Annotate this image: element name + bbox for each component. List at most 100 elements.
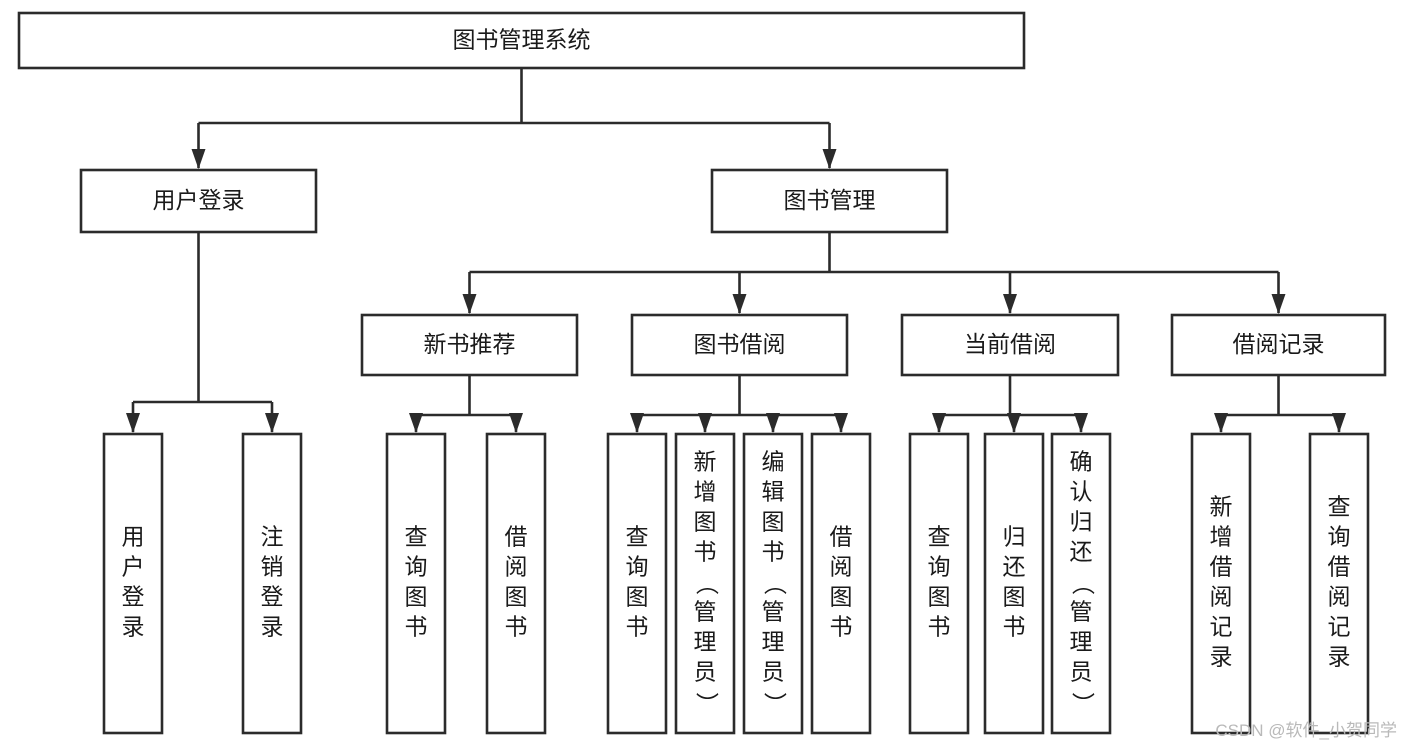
svg-text:新: 新 bbox=[1210, 494, 1233, 520]
svg-text:书: 书 bbox=[626, 614, 649, 640]
svg-text:理: 理 bbox=[694, 629, 717, 655]
node-label: 新书推荐 bbox=[424, 331, 516, 357]
svg-text:还: 还 bbox=[1003, 554, 1026, 580]
svg-text:查: 查 bbox=[1328, 494, 1351, 520]
node-box bbox=[102, 432, 164, 735]
svg-text:录: 录 bbox=[1210, 644, 1233, 670]
svg-text:销: 销 bbox=[261, 554, 284, 580]
svg-text:）: ） bbox=[762, 692, 788, 715]
svg-text:阅: 阅 bbox=[1210, 584, 1233, 610]
svg-text:书: 书 bbox=[505, 614, 528, 640]
svg-text:注: 注 bbox=[261, 524, 284, 550]
arrow-head-icon bbox=[1214, 413, 1228, 433]
svg-text:查: 查 bbox=[405, 524, 428, 550]
arrow-head-icon bbox=[409, 413, 423, 433]
arrow-head-icon bbox=[191, 149, 206, 169]
svg-text:图: 图 bbox=[405, 584, 428, 610]
svg-text:书: 书 bbox=[694, 539, 717, 565]
svg-text:记: 记 bbox=[1210, 614, 1233, 640]
svg-text:户: 户 bbox=[122, 554, 145, 580]
node-box bbox=[385, 432, 447, 735]
svg-text:辑: 辑 bbox=[762, 479, 785, 505]
svg-text:认: 认 bbox=[1070, 479, 1093, 505]
svg-text:归: 归 bbox=[1070, 509, 1093, 535]
node-box bbox=[630, 313, 849, 377]
svg-text:员: 员 bbox=[694, 659, 717, 685]
node-label: 当前借阅 bbox=[964, 331, 1056, 357]
svg-text:还: 还 bbox=[1070, 539, 1093, 565]
node-box bbox=[674, 432, 736, 735]
svg-text:录: 录 bbox=[122, 614, 145, 640]
svg-text:询: 询 bbox=[1328, 524, 1351, 550]
svg-text:（: （ bbox=[762, 572, 788, 595]
arrow-head-icon bbox=[462, 294, 477, 314]
svg-text:书: 书 bbox=[1003, 614, 1026, 640]
svg-text:阅: 阅 bbox=[1328, 584, 1351, 610]
svg-text:图: 图 bbox=[694, 509, 717, 535]
node-box bbox=[360, 313, 579, 377]
svg-text:员: 员 bbox=[1070, 659, 1093, 685]
svg-text:增: 增 bbox=[1210, 524, 1233, 550]
node-level1[interactable]: 图书管理 bbox=[710, 168, 949, 234]
node-box bbox=[1190, 432, 1252, 735]
arrow-head-icon bbox=[630, 413, 644, 433]
node-box bbox=[606, 432, 668, 735]
svg-text:用: 用 bbox=[122, 524, 145, 550]
arrow-head-icon bbox=[1003, 294, 1017, 314]
node-label: 图书管理 bbox=[784, 187, 876, 213]
svg-text:登: 登 bbox=[261, 584, 284, 610]
node-level1[interactable]: 用户登录 bbox=[79, 168, 318, 234]
svg-text:录: 录 bbox=[261, 614, 284, 640]
svg-text:（: （ bbox=[694, 572, 720, 595]
svg-text:增: 增 bbox=[694, 479, 717, 505]
svg-text:书: 书 bbox=[762, 539, 785, 565]
node-root[interactable]: 图书管理系统 bbox=[17, 11, 1026, 70]
arrow-head-icon bbox=[1332, 413, 1346, 433]
arrow-head-icon bbox=[834, 413, 848, 433]
node-level2[interactable]: 新书推荐 bbox=[360, 313, 579, 377]
node-label: 用户登录 bbox=[122, 524, 145, 640]
svg-text:图: 图 bbox=[928, 584, 951, 610]
svg-text:图: 图 bbox=[626, 584, 649, 610]
svg-text:管: 管 bbox=[762, 599, 785, 625]
node-box bbox=[810, 432, 872, 735]
node-leaf[interactable]: 用户登录 bbox=[102, 432, 164, 735]
node-box bbox=[983, 432, 1045, 735]
arrow-head-icon bbox=[766, 413, 780, 433]
node-layer: 图书管理系统用户登录图书管理新书推荐图书借阅当前借阅借阅记录用户登录注销登录查询… bbox=[17, 11, 1387, 735]
node-box bbox=[900, 313, 1120, 377]
node-level2[interactable]: 借阅记录 bbox=[1170, 313, 1387, 377]
svg-text:员: 员 bbox=[762, 659, 785, 685]
svg-text:书: 书 bbox=[928, 614, 951, 640]
arrow-head-icon bbox=[1007, 413, 1021, 433]
node-level2[interactable]: 当前借阅 bbox=[900, 313, 1120, 377]
watermark-text: CSDN @软件_小贺同学 bbox=[1215, 721, 1397, 740]
node-level2[interactable]: 图书借阅 bbox=[630, 313, 849, 377]
node-box bbox=[908, 432, 970, 735]
node-box bbox=[79, 168, 318, 234]
svg-text:借: 借 bbox=[1328, 554, 1351, 580]
